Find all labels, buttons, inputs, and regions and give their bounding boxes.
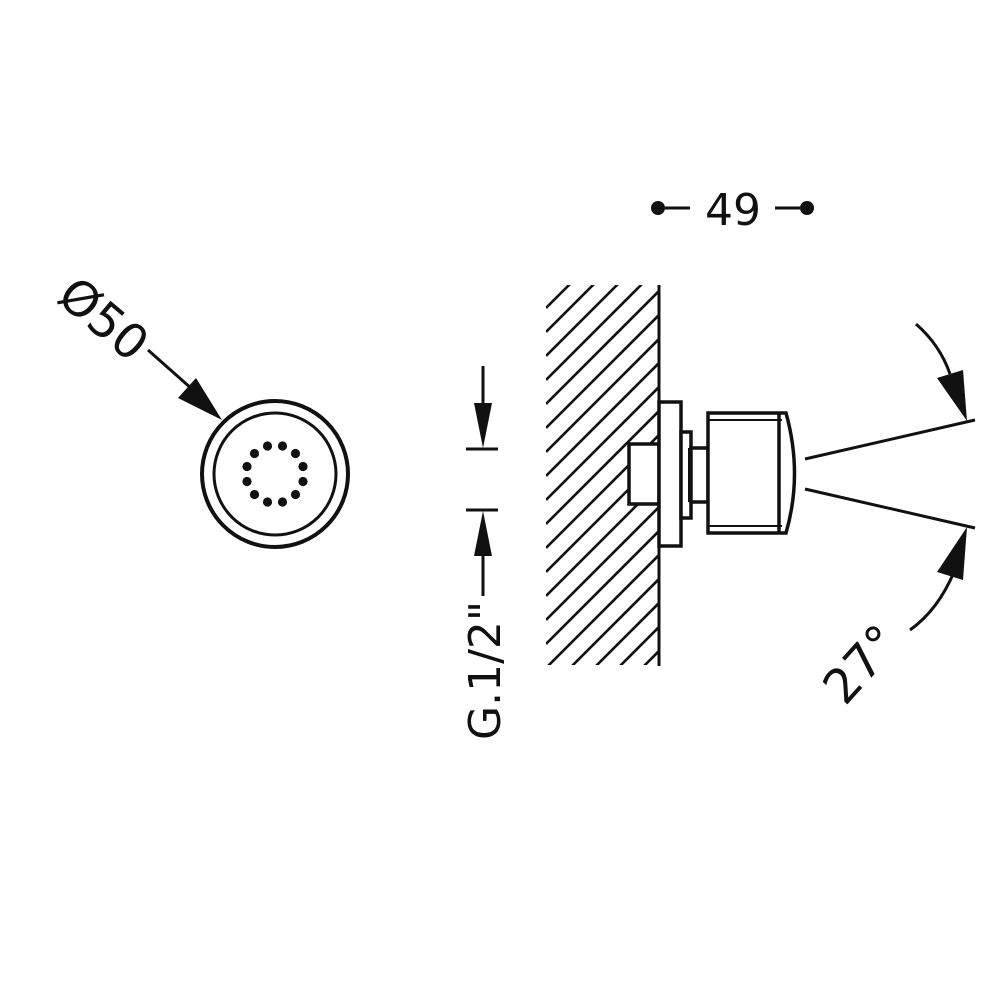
nozzle-dot (262, 441, 273, 451)
hatch-line (546, 290, 658, 405)
nozzle-dot (290, 489, 301, 500)
hatch-line (546, 362, 658, 477)
hatch-line (546, 482, 658, 597)
diameter-leader-arrow (147, 348, 222, 420)
hatch-line (595, 602, 658, 665)
hatch-line (546, 285, 619, 357)
hatch-line (546, 0, 946, 284)
hatch-line (546, 338, 658, 453)
hatch-line (546, 285, 643, 381)
angle-label: 27° (812, 614, 911, 715)
thread-label: G.1/2" (460, 601, 511, 740)
nozzle-dot (249, 448, 260, 459)
hatch-line (546, 386, 658, 501)
nozzle-dot (249, 489, 260, 500)
hatch-line (619, 626, 658, 665)
nozzle-dot (298, 476, 308, 487)
nozzle-dot (242, 461, 252, 472)
hatch-line (546, 458, 658, 573)
outer-ring (200, 399, 350, 549)
nozzle-dot (298, 461, 308, 472)
spray-angle-lines (804, 418, 976, 530)
nozzle-dot (277, 441, 288, 451)
front-view: Ø50 (47, 266, 350, 549)
hatch-line (546, 410, 658, 525)
nozzle-dot (290, 448, 301, 459)
width-dimension: 49 (651, 185, 814, 236)
hatch-line (546, 285, 595, 333)
hatch-line (546, 434, 658, 549)
nozzle-dot (262, 497, 273, 507)
wall-flange (657, 400, 683, 548)
diameter-label: Ø50 (47, 266, 159, 372)
neck (689, 446, 710, 504)
wall-hatching (546, 0, 946, 665)
jet-body (627, 400, 797, 548)
nozzle-head (706, 411, 797, 535)
hatch-line (546, 285, 571, 309)
hatch-line (546, 530, 658, 645)
hatch-line (546, 314, 658, 429)
inner-ring (212, 411, 338, 537)
nozzle-ring (242, 441, 308, 507)
side-view: 49 G.1/2" (460, 0, 976, 740)
threaded-stem (627, 442, 661, 506)
dimension-dot-left (651, 201, 665, 215)
hatch-line (547, 554, 658, 665)
nozzle-dot (242, 476, 252, 487)
width-label: 49 (705, 185, 761, 236)
hatch-line (571, 578, 658, 665)
dimension-dot-right (800, 201, 814, 215)
nozzle-dot (277, 497, 288, 507)
thread-dimension: G.1/2" (460, 366, 511, 740)
hatch-line (546, 506, 658, 621)
